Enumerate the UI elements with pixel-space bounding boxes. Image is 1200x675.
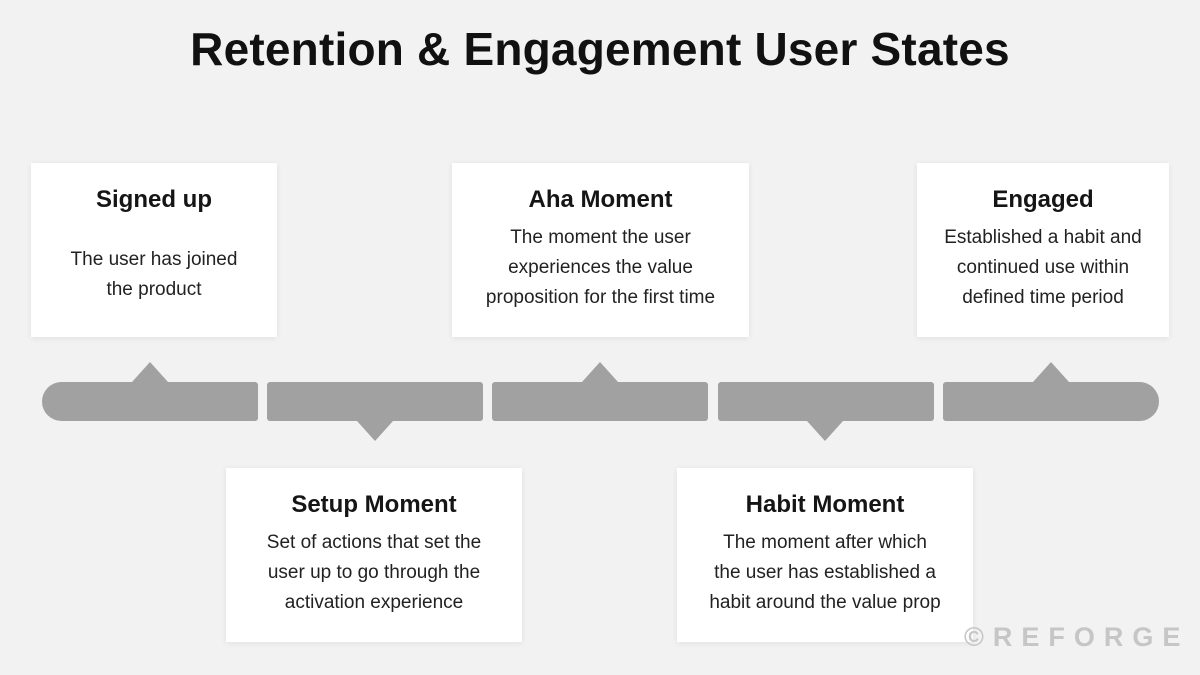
state-card-aha-moment: Aha Moment The moment the user experienc… xyxy=(452,163,749,337)
state-card-engaged: Engaged Established a habit and continue… xyxy=(917,163,1169,337)
pointer-down-icon xyxy=(807,421,843,441)
timeline-segment-4 xyxy=(718,382,934,421)
timeline-segment-5 xyxy=(943,382,1159,421)
state-title: Engaged xyxy=(992,186,1094,213)
timeline-segment-2 xyxy=(267,382,483,421)
pointer-down-icon xyxy=(357,421,393,441)
state-card-habit-moment: Habit Moment The moment after which the … xyxy=(677,468,973,642)
pointer-up-icon xyxy=(1033,362,1069,382)
state-card-signed-up: Signed up The user has joined the produc… xyxy=(31,163,277,337)
pointer-up-icon xyxy=(582,362,618,382)
state-title: Aha Moment xyxy=(528,186,673,213)
state-card-setup-moment: Setup Moment Set of actions that set the… xyxy=(226,468,522,642)
pointer-up-icon xyxy=(132,362,168,382)
reforge-watermark: ©REFORGE xyxy=(964,622,1190,652)
state-description: The moment after which the user has esta… xyxy=(709,532,941,613)
state-description: The user has joined the product xyxy=(70,249,238,300)
timeline-segment-3 xyxy=(492,382,708,421)
diagram-title: Retention & Engagement User States xyxy=(190,23,1010,75)
state-title: Setup Moment xyxy=(291,491,457,518)
state-description: The moment the user experiences the valu… xyxy=(485,227,716,308)
state-description: Established a habit and continued use wi… xyxy=(944,227,1142,308)
state-title: Habit Moment xyxy=(745,491,905,518)
state-title: Signed up xyxy=(96,186,212,213)
state-description: Set of actions that set the user up to g… xyxy=(266,532,482,613)
timeline-segment-1 xyxy=(42,382,258,421)
